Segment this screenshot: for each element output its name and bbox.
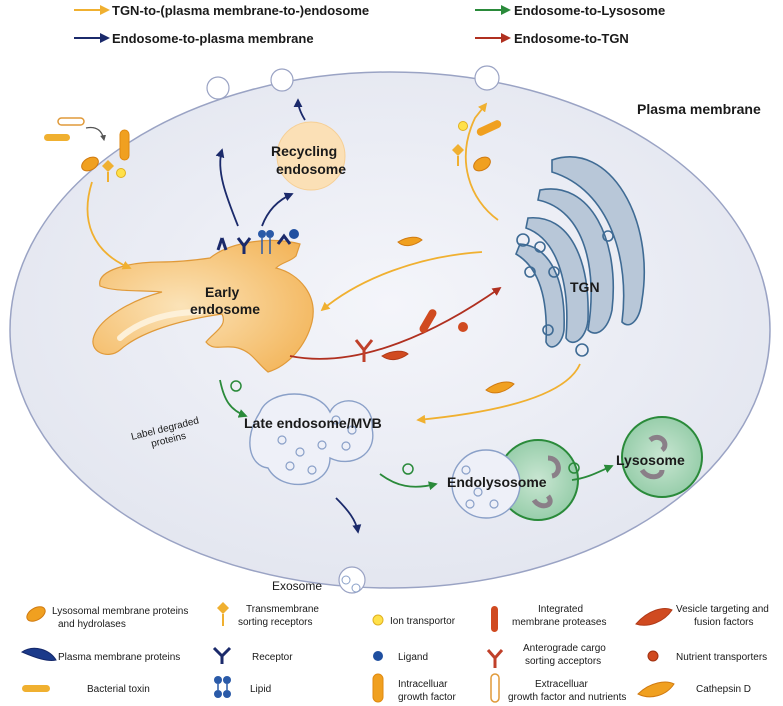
legend-lysosomal-1: Lysosomal membrane proteins xyxy=(52,606,188,617)
legend-cathepsin: Cathepsin D xyxy=(696,684,751,695)
late-endosome xyxy=(249,393,374,486)
late-endosome-label: Late endosome/MVB xyxy=(244,415,382,431)
arrow-early-to-pm xyxy=(215,148,239,227)
legend-ion: Ion transportor xyxy=(390,616,456,627)
tgn-export-cargo xyxy=(452,120,502,172)
early-endosome xyxy=(92,239,314,373)
arrow-uptake xyxy=(86,181,132,270)
arrow-early-to-late xyxy=(219,379,248,418)
arrow-early-to-tgn xyxy=(289,286,502,360)
early-endosome-label-1: Early xyxy=(205,284,239,300)
tgn-label: TGN xyxy=(570,279,600,295)
tgn xyxy=(515,156,646,348)
arrow-late-to-endolysosome xyxy=(379,473,438,491)
surface-cargo xyxy=(44,117,130,182)
legend-vesicle-2: fusion factors xyxy=(694,617,753,628)
arrow-early-to-recycling xyxy=(261,192,294,227)
plasma-membrane-label: Plasma membrane xyxy=(637,101,761,117)
arrow-recycling-to-pm xyxy=(293,98,306,121)
legend-nutrient: Nutrient transporters xyxy=(676,652,767,663)
legend-anterograde-2: sorting acceptors xyxy=(525,656,601,667)
top-legend: TGN-to-(plasma membrane-to-)endosome End… xyxy=(74,3,665,46)
legend-vesicle-1: Vesicle targeting and xyxy=(676,604,769,615)
exosome-vesicle xyxy=(338,566,366,594)
recycling-endosome xyxy=(276,121,346,191)
legend-pm-proteins: Plasma membrane proteins xyxy=(58,652,180,663)
arrow-tgn-to-late xyxy=(416,363,581,424)
legend-endosome-to-lysosome: Endosome-to-Lysosome xyxy=(514,3,665,18)
legend-extracellular-1: Extracelluar xyxy=(535,679,588,690)
arrow-endolysosome-to-lysosome xyxy=(571,464,614,481)
bottom-legend: Lysosomal membrane proteins and hydrolas… xyxy=(20,602,769,703)
legend-integrated-1: Integrated xyxy=(538,604,583,615)
legend-lipid: Lipid xyxy=(250,684,271,695)
lysosome-label: Lysosome xyxy=(616,452,685,468)
tgn-vesicles xyxy=(516,230,614,357)
legend-toxin: Bacterial toxin xyxy=(87,684,150,695)
endolysosome xyxy=(451,439,579,521)
recycling-label-1: Recycling xyxy=(271,143,337,159)
arrow-toxin-entry xyxy=(85,126,106,142)
arrow-late-to-exosome xyxy=(335,497,362,534)
legend-endosome-to-tgn: Endosome-to-TGN xyxy=(514,31,629,46)
label-rings xyxy=(230,380,580,475)
legend-anterograde-1: Anterograde cargo xyxy=(523,643,606,654)
early-endosome-label-2: endosome xyxy=(190,301,260,317)
arrow-tgn-to-early xyxy=(320,251,483,312)
lysosome xyxy=(621,416,703,498)
legend-lysosomal-2: and hydrolases xyxy=(58,619,126,630)
legend-intracellular-1: Intracelluar xyxy=(398,679,448,690)
legend-ligand: Ligand xyxy=(398,652,428,663)
legend-integrated-2: membrane proteases xyxy=(512,617,607,628)
legend-transmembrane-1: Transmembrane xyxy=(246,604,319,615)
legend-extracellular-2: growth factor and nutrients xyxy=(508,692,626,703)
legend-intracellular-2: growth factor xyxy=(398,692,456,703)
exosome-label: Exosome xyxy=(272,579,322,593)
receptor-cluster xyxy=(216,229,299,254)
endolysosome-label: Endolysosome xyxy=(447,474,547,490)
recycling-label-2: endosome xyxy=(276,161,346,177)
cytosol-cargo xyxy=(354,236,515,394)
legend-receptor: Receptor xyxy=(252,652,293,663)
legend-transmembrane-2: sorting receptors xyxy=(238,617,312,628)
legend-tgn-to-endosome: TGN-to-(plasma membrane-to-)endosome xyxy=(112,3,369,18)
legend-endosome-to-pm: Endosome-to-plasma membrane xyxy=(112,31,314,46)
arrow-tgn-to-pm xyxy=(464,102,499,221)
